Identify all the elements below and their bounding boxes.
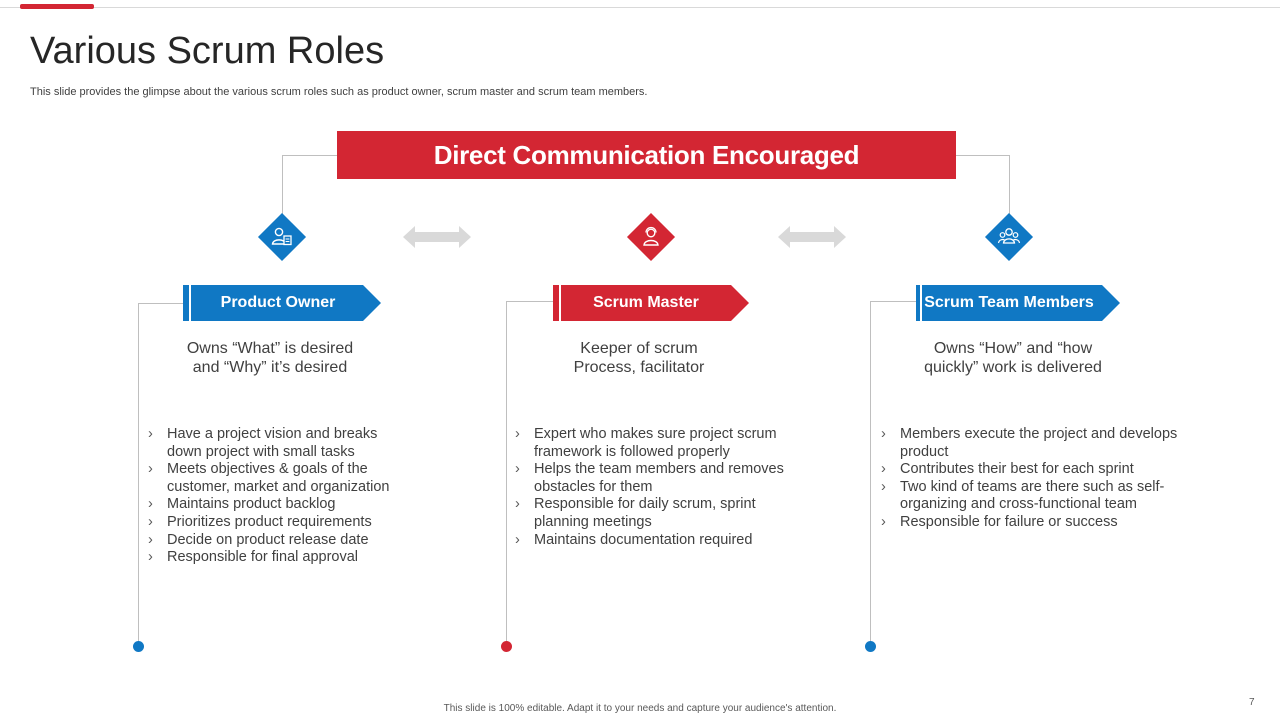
column-line-team-members-top (870, 301, 916, 302)
list-item: Members execute the project and develops… (881, 426, 1181, 461)
column-line-product-owner (138, 303, 139, 646)
product-owner-summary: Owns “What” is desired and “Why” it’s de… (150, 339, 390, 377)
person-headset-icon (643, 226, 659, 246)
column-dot-product-owner (133, 641, 144, 652)
scrum-master-summary-line: Keeper of scrum (580, 340, 698, 357)
column-line-team-members (870, 301, 871, 646)
product-owner-tag: Product Owner (183, 285, 363, 321)
scrum-master-summary-line: Process, facilitator (573, 359, 705, 376)
column-line-scrum-master (506, 301, 507, 646)
team-members-tag-tip (1102, 285, 1120, 321)
product-owner-summary-line: Owns “What” is desired (186, 340, 354, 357)
column-dot-scrum-master (501, 641, 512, 652)
slide-footer: This slide is 100% editable. Adapt it to… (443, 703, 837, 714)
product-owner-bullets: Have a project vision and breaks down pr… (148, 426, 408, 567)
product-owner-label: Product Owner (220, 294, 336, 311)
list-item: Decide on product release date (148, 532, 408, 550)
product-owner-summary-line: and “Why” it’s desired (192, 359, 348, 376)
connector-right-horizontal (956, 155, 1010, 156)
scrum-master-summary: Keeper of scrum Process, facilitator (519, 339, 759, 377)
list-item: Responsible for final approval (148, 549, 408, 567)
double-arrow-right (778, 226, 846, 248)
connector-right-vertical (1009, 155, 1010, 217)
scrum-master-bullets: Expert who makes sure project scrum fram… (515, 426, 805, 549)
top-accent-bar (20, 4, 94, 9)
column-dot-team-members (865, 641, 876, 652)
connector-left-horizontal (282, 155, 337, 156)
double-arrow-left (403, 226, 471, 248)
list-item: Two kind of teams are there such as self… (881, 479, 1181, 514)
list-item: Have a project vision and breaks down pr… (148, 426, 408, 461)
column-line-product-owner-top (138, 303, 183, 304)
team-members-bullets: Members execute the project and develops… (881, 426, 1181, 532)
list-item: Maintains documentation required (515, 532, 805, 550)
team-members-summary-line: quickly” work is delivered (924, 359, 1102, 376)
team-members-label: Scrum Team Members (924, 294, 1094, 311)
column-line-scrum-master-top (506, 301, 553, 302)
team-members-summary-line: Owns “How” and “how (933, 340, 1093, 357)
list-item: Responsible for failure or success (881, 514, 1181, 532)
slide-title: Various Scrum Roles (30, 30, 385, 72)
scrum-master-tag-notch (559, 285, 561, 321)
slide-subtitle: This slide provides the glimpse about th… (30, 86, 648, 98)
page-number: 7 (1249, 697, 1255, 708)
scrum-master-tag: Scrum Master (553, 285, 731, 321)
person-document-icon (271, 227, 292, 246)
top-rule (0, 7, 1280, 8)
product-owner-tag-tip (363, 285, 381, 321)
product-owner-tag-notch (189, 285, 191, 321)
list-item: Maintains product backlog (148, 496, 408, 514)
connector-left-vertical (282, 155, 283, 217)
team-members-tag-notch (920, 285, 922, 321)
list-item: Helps the team members and removes obsta… (515, 461, 805, 496)
list-item: Expert who makes sure project scrum fram… (515, 426, 805, 461)
list-item: Prioritizes product requirements (148, 514, 408, 532)
scrum-master-tag-tip (731, 285, 749, 321)
list-item: Meets objectives & goals of the customer… (148, 461, 408, 496)
list-item: Contributes their best for each sprint (881, 461, 1181, 479)
scrum-master-label: Scrum Master (593, 294, 699, 311)
team-members-summary: Owns “How” and “how quickly” work is del… (893, 339, 1133, 377)
team-icon (997, 228, 1021, 244)
team-members-tag: Scrum Team Members (916, 285, 1102, 321)
list-item: Responsible for daily scrum, sprint plan… (515, 496, 805, 531)
banner-direct-communication: Direct Communication Encouraged (337, 131, 956, 179)
